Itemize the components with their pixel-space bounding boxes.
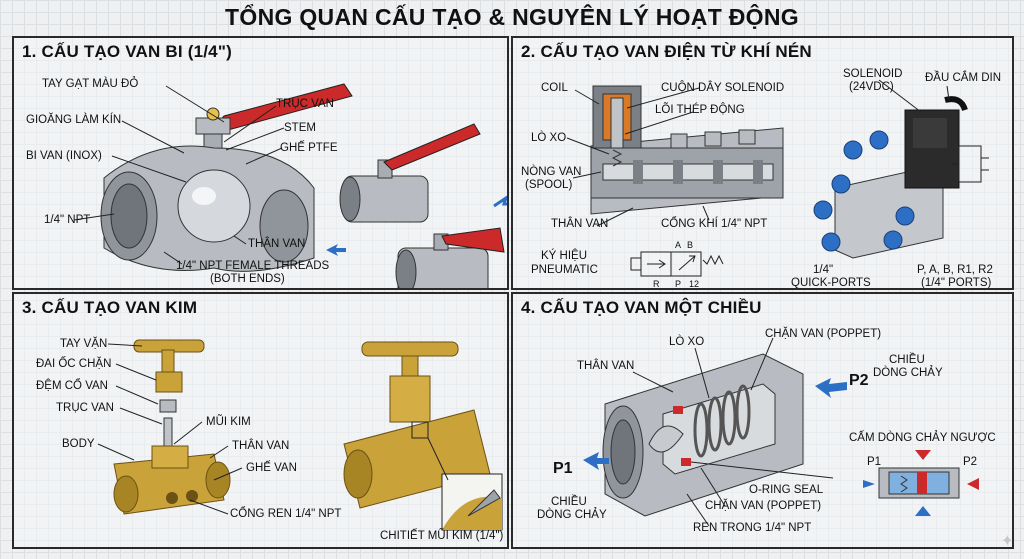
panel-check-valve: 4. CẤU TẠO VAN MỘT CHIỀU LÒ XO <box>511 292 1014 549</box>
label-port: CỔNG KHÍ 1/4" NPT <box>661 218 768 230</box>
label-flow-2: DÒNG CHẢY <box>873 367 943 379</box>
label-nut: ĐAI ỐC CHẶN <box>36 358 112 370</box>
label-npt: 1/4" NPT <box>44 214 91 226</box>
label-body: THÂN VAN <box>232 440 290 452</box>
label-body-en: BODY <box>62 438 95 450</box>
label-spool-2: (SPOOL) <box>525 179 573 191</box>
label-block: CẤM DÒNG CHẢY NGƯỢC <box>849 432 996 444</box>
label-p1: P1 <box>553 460 573 477</box>
label-quick-2: QUICK-PORTS <box>791 277 871 289</box>
label-ports-1: P, A, B, R1, R2 <box>917 264 993 276</box>
label-poppet-top: CHẶN VAN (POPPET) <box>765 328 882 340</box>
ball-valve-illustration <box>73 83 507 288</box>
label-sol-1: SOLENOID <box>843 68 903 80</box>
needle-valve-illustration <box>97 339 503 531</box>
label-ports-2: (1/4" PORTS) <box>921 277 992 289</box>
label-body: THÂN VAN <box>248 238 306 250</box>
label-body: THÂN VAN <box>577 360 635 372</box>
label-solenoid-coil: CUỘN DÂY SOLENOID <box>661 82 785 94</box>
panel-title: 3. CẤU TẠO VAN KIM <box>22 298 198 317</box>
page-title: TỔNG QUAN CẤU TẠO & NGUYÊN LÝ HOẠT ĐỘNG <box>225 4 799 30</box>
label-coil: COIL <box>541 82 568 94</box>
label-p2: P2 <box>849 372 869 389</box>
solenoid-valve-illustration <box>566 79 989 277</box>
label-needle: MŨI KIM <box>206 416 251 428</box>
label-port: CỔNG REN 1/4" NPT <box>230 508 342 520</box>
symbol-port-a: A <box>675 240 682 250</box>
label-ball: BI VAN (INOX) <box>26 150 102 162</box>
label-sol-2: (24VDC) <box>849 81 894 93</box>
symbol-port-p: P <box>675 279 682 289</box>
label-poppet-bot: CHẶN VAN (POPPET) <box>705 500 822 512</box>
symbol-port-b: B <box>687 240 694 250</box>
check-valve-illustration <box>583 337 979 527</box>
label-symbol-1: KÝ HIỆU <box>541 250 588 262</box>
label-core: LÕI THÉP ĐỘNG <box>655 104 745 116</box>
label-mini-p2: P2 <box>963 456 978 468</box>
panel-ball-valve: 1. CẤU TẠO VAN BI (1/4") <box>12 36 509 290</box>
panel-title: 1. CẤU TẠO VAN BI (1/4") <box>22 42 232 61</box>
label-lever: TAY GẠT MÀU ĐỎ <box>42 78 139 90</box>
panel-solenoid-valve: 2. CẤU TẠO VAN ĐIỆN TỪ KHÍ NÉN <box>511 36 1014 290</box>
label-spool-1: NÒNG VAN <box>521 166 582 178</box>
symbol-port-12: 12 <box>689 279 700 289</box>
label-threads-1: 1/4" NPT FEMALE THREADS <box>176 260 330 272</box>
panel-needle-valve: 3. CẤU TẠO VAN KIM <box>12 292 509 549</box>
label-oring: O-RING SEAL <box>749 484 824 496</box>
label-ptfe: GHẾ PTFE <box>280 142 338 154</box>
label-gland: ĐỆM CỔ VAN <box>36 380 108 392</box>
label-handle: TAY VẶN <box>60 338 108 350</box>
label-seat: GHẾ VAN <box>246 462 297 474</box>
label-thread: REN TRONG 1/4" NPT <box>693 522 812 534</box>
label-mini-p1: P1 <box>867 456 882 468</box>
label-flow-1: CHIỀU <box>889 354 925 366</box>
label-shaft: TRỤC VAN <box>276 98 334 110</box>
label-din: ĐẦU CẮM DIN <box>925 72 1002 84</box>
label-stem: TRỤC VAN <box>56 402 114 414</box>
label-flow-b1: CHIỀU <box>551 496 587 508</box>
label-quick-1: 1/4" <box>813 264 834 276</box>
label-symbol-2: PNEUMATIC <box>531 264 598 276</box>
label-detail: CHITIẾT MŨI KIM (1/4") <box>380 530 504 542</box>
label-spring: LÒ XO <box>669 336 705 348</box>
sparkle-watermark-icon: ✦ <box>1000 533 1014 550</box>
panel-title: 2. CẤU TẠO VAN ĐIỆN TỪ KHÍ NÉN <box>521 42 812 61</box>
label-flow-b2: DÒNG CHẢY <box>537 509 607 521</box>
label-seal: GIOĂNG LÀM KÍN <box>26 114 122 126</box>
label-stem: STEM <box>284 122 316 134</box>
label-threads-2: (BOTH ENDS) <box>210 273 285 285</box>
panel-title: 4. CẤU TẠO VAN MỘT CHIỀU <box>521 298 762 317</box>
label-spring: LÒ XO <box>531 132 567 144</box>
symbol-port-r: R <box>653 279 660 289</box>
label-body: THÂN VAN <box>551 218 609 230</box>
